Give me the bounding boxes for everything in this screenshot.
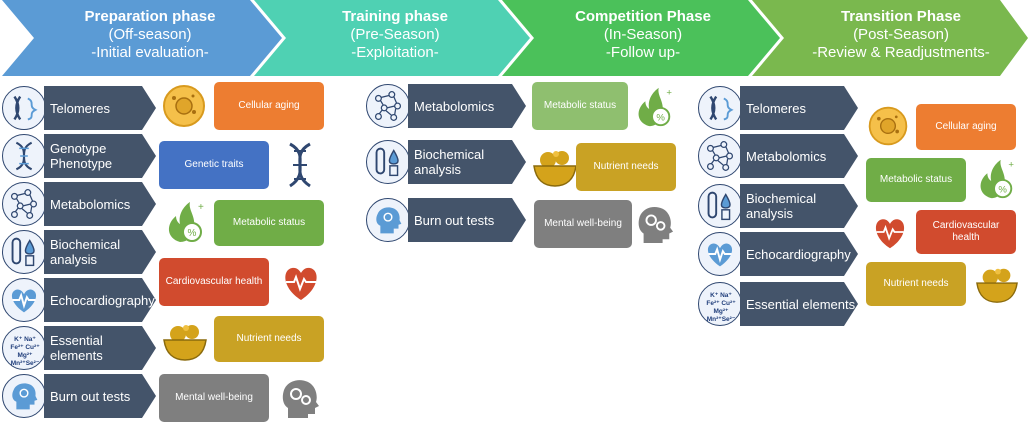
flame-percent-icon: %+ — [972, 156, 1018, 202]
svg-text:%: % — [188, 228, 197, 239]
heart-pulse-icon — [2, 278, 46, 322]
label-echocardiography: Echocardiography — [44, 278, 156, 322]
outcome-cardiovascular-health: Cardiovascular health — [159, 258, 269, 306]
flame-percent-icon: %+ — [160, 198, 208, 246]
phase-season: (Off-season) — [108, 26, 192, 43]
outcome-metabolic-status: Metabolic status — [214, 200, 324, 246]
chromosome-dna-icon — [2, 86, 46, 130]
svg-text:%: % — [656, 112, 665, 123]
label-biochemical-analysis: Biochemical analysis — [408, 140, 526, 184]
outcome-nutrient-needs: Nutrient needs — [576, 143, 676, 191]
svg-text:+: + — [1008, 160, 1014, 171]
cell-icon — [160, 82, 208, 130]
outcome-nutrient-needs: Nutrient needs — [866, 262, 966, 306]
phase-goal: -Review & Readjustments- — [812, 44, 990, 61]
phase-title-transition: Transition Phase (Post-Season) -Review &… — [786, 8, 1016, 62]
ions-text: K⁺ Na⁺ Fe²⁺ Cu²⁺ Mg²⁺ Mn²⁺Se²⁻ — [10, 336, 40, 367]
phase-season: (Pre-Season) — [350, 26, 440, 43]
heart-pulse-icon — [280, 262, 322, 302]
label-metabolomics: Metabolomics — [740, 134, 858, 178]
phase-title-competition: Competition Phase (In-Season) -Follow up… — [538, 8, 748, 62]
phase-name: Transition Phase — [840, 8, 962, 25]
phase-title-preparation: Preparation phase (Off-season) -Initial … — [40, 8, 260, 62]
dna-icon — [280, 140, 320, 190]
phase-arrow-competition — [502, 0, 780, 76]
molecule-network-icon — [366, 84, 410, 128]
chromosome-dna-icon — [698, 86, 742, 130]
head-gears-icon — [280, 376, 320, 420]
phase-season: (In-Season) — [603, 26, 683, 43]
ions-text: K⁺ Na⁺ Fe²⁺ Cu²⁺ Mg²⁺ Mn²⁺Se²⁻ — [706, 292, 736, 323]
phase-arrow-preparation — [2, 0, 282, 76]
label-biochemical-analysis: Biochemical analysis — [44, 230, 156, 274]
outcome-mental-well-being: Mental well-being — [159, 374, 269, 422]
svg-text:+: + — [666, 88, 672, 99]
molecule-network-icon — [698, 134, 742, 178]
phase-name: Preparation phase — [84, 8, 216, 25]
outcome-cellular-aging: Cellular aging — [916, 104, 1016, 150]
cell-icon — [866, 104, 910, 148]
label-essential-elements: Essential elements — [740, 282, 858, 326]
phase-arrows — [2, 0, 1028, 76]
label-biochemical-analysis: Biochemical analysis — [740, 184, 858, 228]
outcome-genetic-traits: Genetic traits — [159, 141, 269, 189]
outcome-metabolic-status: Metabolic status — [866, 158, 966, 202]
heart-pulse-icon — [698, 232, 742, 276]
label-metabolomics: Metabolomics — [44, 182, 156, 226]
outcome-cardiovascular-health: Cardiovascular health — [916, 210, 1016, 254]
head-gears-icon — [636, 202, 674, 246]
phase-goal: -Initial evaluation- — [91, 44, 209, 61]
heart-pulse-icon — [870, 214, 910, 250]
outcome-mental-well-being: Mental well-being — [534, 200, 632, 248]
outcome-nutrient-needs: Nutrient needs — [214, 316, 324, 362]
fruit-bowl-icon — [530, 144, 580, 190]
phase-goal: -Exploitation- — [351, 44, 439, 61]
test-tube-drop-icon — [366, 140, 410, 184]
phase-goal: -Follow up- — [605, 44, 681, 61]
label-burn-out-tests: Burn out tests — [44, 374, 156, 418]
flame-percent-icon: %+ — [630, 84, 676, 130]
svg-text:+: + — [198, 202, 204, 213]
phase-season: (Post-Season) — [853, 26, 949, 43]
label-burn-out-tests: Burn out tests — [408, 198, 526, 242]
dna-icon — [2, 134, 46, 178]
fruit-bowl-icon — [160, 318, 210, 364]
fruit-bowl-icon — [972, 262, 1022, 306]
ions-icon: K⁺ Na⁺ Fe²⁺ Cu²⁺ Mg²⁺ Mn²⁺Se²⁻ — [2, 326, 46, 370]
ions-icon: K⁺ Na⁺ Fe²⁺ Cu²⁺ Mg²⁺ Mn²⁺Se²⁻ — [698, 282, 742, 326]
label-echocardiography: Echocardiography — [740, 232, 858, 276]
phase-name: Training phase — [342, 8, 448, 25]
head-brain-icon — [366, 198, 410, 242]
phase-title-training: Training phase (Pre-Season) -Exploitatio… — [290, 8, 500, 62]
label-telomeres: Telomeres — [740, 86, 858, 130]
outcome-cellular-aging: Cellular aging — [214, 82, 324, 130]
phase-arrow-transition — [752, 0, 1028, 76]
phase-name: Competition Phase — [575, 8, 711, 25]
test-tube-drop-icon — [2, 230, 46, 274]
label-metabolomics: Metabolomics — [408, 84, 526, 128]
label-telomeres: Telomeres — [44, 86, 156, 130]
molecule-network-icon — [2, 182, 46, 226]
label-genotype-phenotype: Genotype Phenotype — [44, 134, 156, 178]
outcome-metabolic-status: Metabolic status — [532, 82, 628, 130]
phase-arrow-training — [254, 0, 530, 76]
test-tube-drop-icon — [698, 184, 742, 228]
svg-text:%: % — [998, 184, 1007, 195]
head-brain-icon — [2, 374, 46, 418]
label-essential-elements: Essential elements — [44, 326, 156, 370]
